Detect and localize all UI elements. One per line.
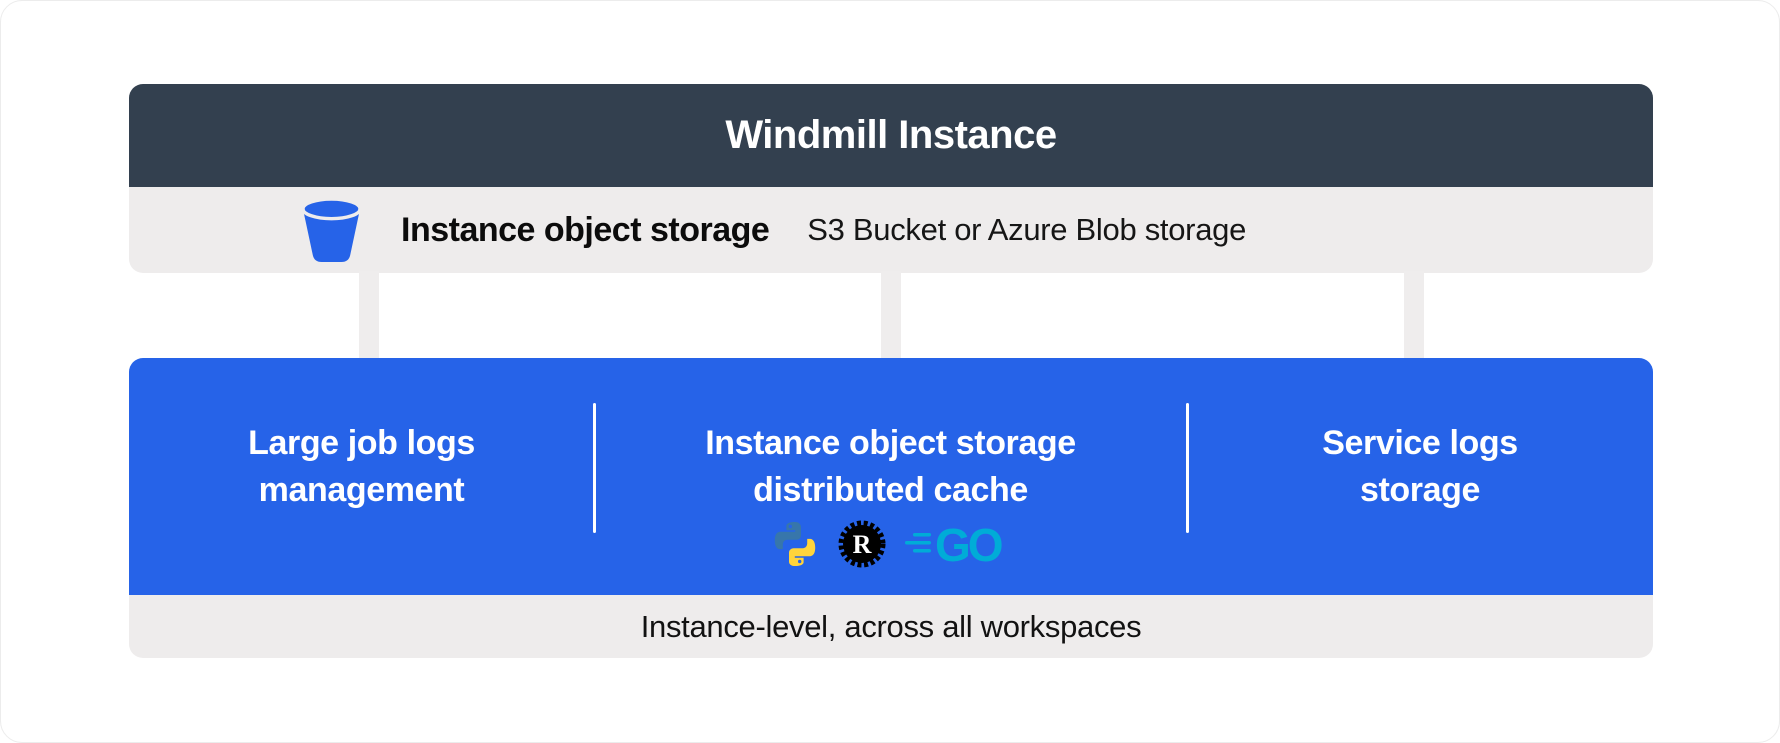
bucket-icon <box>301 196 362 262</box>
go-letters: GO <box>935 521 1002 567</box>
rust-icon: R <box>838 520 885 568</box>
section-distributed-cache: Instance object storage distributed cach… <box>594 420 1187 514</box>
section-title-line: distributed cache <box>753 471 1028 509</box>
rust-letter: R <box>852 530 871 559</box>
footer-bar: Instance-level, across all workspaces <box>129 595 1653 658</box>
language-icons-row: R GO <box>594 518 1187 570</box>
section-service-logs: Service logs storage <box>1187 420 1653 514</box>
instance-header: Windmill Instance <box>129 84 1653 187</box>
section-title-line: Service logs <box>1322 424 1518 462</box>
object-storage-row: Instance object storage S3 Bucket or Azu… <box>129 187 1653 273</box>
page-title: Windmill Instance <box>725 113 1057 157</box>
down-arrow-stem-1 <box>359 271 379 359</box>
section-title-line: Instance object storage <box>705 424 1076 462</box>
down-arrow-stem-3 <box>1404 271 1424 359</box>
section-title-line: storage <box>1359 471 1481 509</box>
section-divider <box>593 403 596 533</box>
go-icon: GO <box>904 521 1004 567</box>
object-storage-label: Instance object storage <box>401 210 770 249</box>
python-icon <box>774 522 815 566</box>
footer-label: Instance-level, across all workspaces <box>640 608 1142 644</box>
down-arrow-stem-2 <box>881 271 901 359</box>
features-panel <box>129 358 1653 595</box>
section-title-line: management <box>258 471 465 509</box>
section-large-job-logs: Large job logs management <box>129 420 594 514</box>
section-divider <box>1186 403 1189 533</box>
object-storage-description: S3 Bucket or Azure Blob storage <box>807 212 1247 247</box>
section-title-line: Large job logs <box>248 424 475 462</box>
